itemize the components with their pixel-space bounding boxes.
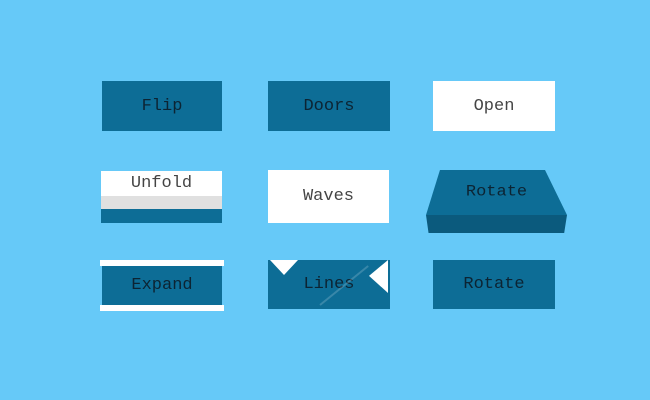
rotate-3d-front-face <box>426 215 567 233</box>
waves-button[interactable]: Waves <box>268 170 389 223</box>
rotate-3d-top-face <box>426 170 567 215</box>
expand-button[interactable]: Expand <box>100 260 224 311</box>
unfold-button-label: Unfold <box>101 171 222 196</box>
rotate-3d-button[interactable]: Rotate <box>426 170 567 233</box>
rotate-button-label: Rotate <box>463 275 525 294</box>
unfold-blue-fold <box>101 209 222 223</box>
doors-button[interactable]: Doors <box>268 81 390 131</box>
expand-bottom-bar <box>100 305 224 311</box>
rotate-3d-button-label: Rotate <box>465 183 528 202</box>
lines-button-label: Lines <box>303 275 355 294</box>
waves-button-label: Waves <box>302 187 354 206</box>
unfold-button[interactable]: Unfold <box>101 171 222 223</box>
lines-button[interactable]: Lines <box>268 260 390 309</box>
lines-top-right-triangle <box>369 260 388 293</box>
lines-top-left-triangle <box>270 260 298 275</box>
doors-button-label: Doors <box>303 96 355 116</box>
expand-top-bar <box>100 260 224 266</box>
open-button-label: Open <box>473 96 515 116</box>
flip-button[interactable]: Flip <box>102 81 222 131</box>
unfold-gray-fold <box>101 196 222 209</box>
open-button[interactable]: Open <box>433 81 555 131</box>
rotate-button[interactable]: Rotate <box>433 260 555 309</box>
flip-button-label: Flip <box>141 96 183 116</box>
expand-button-label: Expand <box>102 266 222 305</box>
